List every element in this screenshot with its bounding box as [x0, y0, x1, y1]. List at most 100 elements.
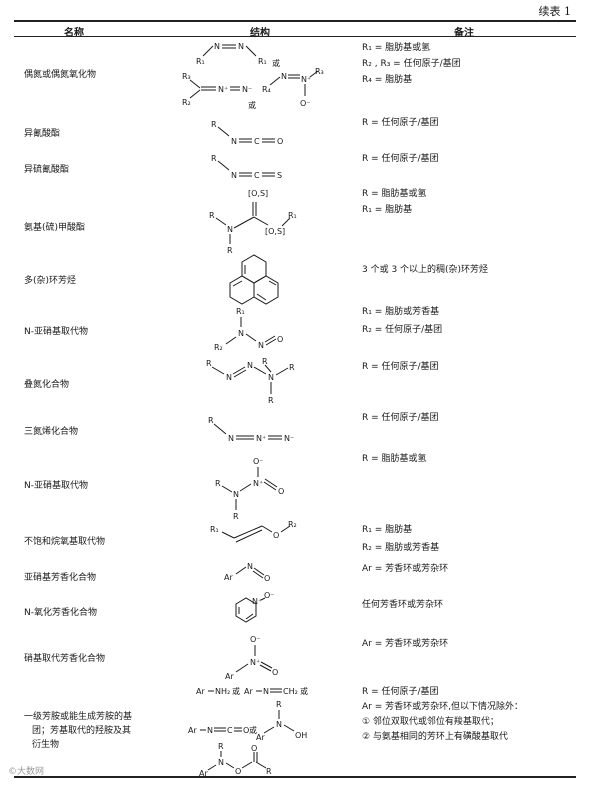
svg-text:Ar: Ar: [188, 726, 197, 735]
svg-text:N: N: [218, 758, 224, 767]
svg-text:或: 或: [300, 686, 308, 696]
svg-text:R: R: [262, 357, 268, 366]
svg-text:N⁻: N⁻: [284, 434, 294, 443]
header-rule: [14, 36, 576, 37]
svg-text:N: N: [238, 329, 244, 338]
svg-text:R: R: [211, 154, 217, 163]
row-name-n-nitroso: N-亚硝基取代物: [24, 327, 88, 337]
svg-text:[O,S]: [O,S]: [248, 189, 268, 198]
svg-text:O: O: [277, 137, 283, 146]
row-name-azo: 偶氮或偶氮氧化物: [24, 70, 97, 80]
svg-text:R: R: [206, 359, 212, 368]
svg-text:R₁: R₁: [210, 525, 219, 534]
row-name-alkoxy: 不饱和烷氧基取代物: [24, 537, 106, 547]
svg-text:R: R: [218, 742, 224, 751]
svg-text:O⁻: O⁻: [253, 457, 264, 466]
row-remarks-triazene: R = 任何原子/基团: [362, 413, 439, 423]
svg-text:N⁺: N⁺: [301, 75, 311, 84]
row-name-isocyanate: 异氰酸酯: [24, 129, 61, 139]
structure-nitroso-aromatic: Ar N O: [224, 562, 270, 583]
structure-isothiocyanate: R N C S: [211, 154, 282, 180]
svg-text:N: N: [238, 42, 244, 51]
row-name-n-oxide: N-氧化芳香化合物: [24, 608, 97, 618]
svg-text:R: R: [215, 479, 221, 488]
svg-text:O: O: [277, 335, 283, 344]
structure-azide: R N N N R R R: [206, 357, 295, 405]
svg-text:或: 或: [232, 686, 240, 696]
svg-text:N: N: [231, 171, 237, 180]
row-name-n-nitro: N-亚硝基取代物: [24, 481, 88, 491]
svg-text:O: O: [272, 668, 278, 677]
row-name-azide: 叠氮化合物: [24, 380, 70, 390]
structure-triazene: R N N⁺ N⁻: [208, 416, 294, 443]
svg-text:R: R: [208, 416, 214, 425]
svg-text:N: N: [281, 72, 287, 81]
svg-text:N: N: [247, 361, 253, 370]
header-name: 名称: [64, 28, 84, 39]
svg-text:R₁: R₁: [196, 57, 205, 66]
row-remarks-polycyclic: 3 个或 3 个以上的稠(杂)环芳烃: [362, 265, 489, 275]
row-remarks-aromatic-amine: R = 任何原子/基团 Ar = 芳香环或芳杂环,但以下情况除外： ① 邻位双取…: [362, 687, 523, 742]
structure-alkoxy-alkene: R₁ O R₂: [210, 520, 297, 543]
structure-aromatic-amine: Ar NH₂ 或 Ar N CH₂ 或 Ar N C O 或 R N Ar OH…: [188, 686, 308, 778]
svg-text:或: 或: [272, 58, 280, 68]
row-remarks-azo: R₁ = 脂肪基或氢 R₂ , R₃ = 任何原子/基团 R₄ = 脂肪基: [362, 43, 461, 85]
svg-text:N⁺: N⁺: [252, 597, 262, 606]
svg-text:S: S: [277, 171, 282, 180]
svg-text:N: N: [233, 490, 239, 499]
svg-text:N⁺: N⁺: [256, 434, 266, 443]
svg-text:N: N: [263, 687, 269, 696]
row-name-aromatic-amine: 一级芳胺或能生成芳胺的基 团；芳基取代的羟胺及其 衍生物: [24, 712, 133, 750]
row-name-carbamate: 氨基(硫)甲酸酯: [24, 223, 86, 233]
row-remarks-alkoxy: R₁ = 脂肪基 R₂ = 脂肪或芳香基: [362, 525, 440, 553]
svg-text:Ar: Ar: [199, 769, 208, 778]
svg-text:N: N: [276, 720, 282, 729]
svg-text:N: N: [207, 726, 213, 735]
svg-text:Ar: Ar: [224, 573, 233, 582]
svg-text:Ar: Ar: [244, 687, 253, 696]
svg-text:N: N: [227, 225, 233, 234]
svg-text:N⁺: N⁺: [250, 658, 260, 667]
svg-text:O: O: [273, 531, 279, 540]
svg-text:N: N: [228, 434, 234, 443]
svg-text:R₁: R₁: [258, 57, 267, 66]
row-remarks-nitroso-aromatic: Ar = 芳香环或芳杂环: [362, 564, 449, 574]
svg-text:O: O: [278, 487, 284, 496]
structure-n-nitroso: R₁ N R₂ N O: [214, 307, 283, 352]
svg-text:[O,S]: [O,S]: [265, 227, 285, 236]
header-remarks: 备注: [454, 28, 474, 39]
svg-text:R: R: [227, 246, 233, 255]
row-remarks-nitro-aromatic: Ar = 芳香环或芳杂环: [362, 639, 449, 649]
row-remarks-isocyanate: R = 任何原子/基团: [362, 118, 439, 128]
svg-text:R₁: R₁: [236, 307, 245, 316]
structure-n-nitro: O⁻ N⁺ O N R R: [215, 457, 284, 521]
svg-text:R₁: R₁: [288, 211, 297, 220]
structure-carbamate: [O,S] R N [O,S] R₁ R: [209, 189, 297, 255]
svg-text:R: R: [289, 363, 295, 372]
svg-text:N: N: [226, 373, 232, 382]
row-remarks-n-oxide: 任何芳香环或芳杂环: [362, 600, 444, 610]
structure-polycyclic-arene: [229, 254, 279, 305]
row-name-nitro-aromatic: 硝基取代芳香化合物: [24, 654, 106, 664]
svg-text:O: O: [243, 726, 249, 735]
svg-text:C: C: [227, 726, 233, 735]
svg-text:N: N: [231, 137, 237, 146]
svg-text:N⁺: N⁺: [253, 479, 263, 488]
svg-text:R: R: [266, 767, 272, 776]
svg-text:R₃: R₃: [182, 72, 191, 81]
svg-text:N: N: [214, 42, 220, 51]
svg-text:R: R: [233, 512, 239, 521]
row-remarks-isothiocyanate: R = 任何原子/基团: [362, 154, 439, 164]
row-name-polycyclic: 多(杂)环芳烃: [24, 276, 77, 286]
row-remarks-azide: R = 任何原子/基团: [362, 362, 439, 372]
svg-text:R: R: [211, 120, 217, 129]
svg-text:或: 或: [248, 100, 256, 110]
svg-text:Ar: Ar: [196, 687, 205, 696]
svg-text:R: R: [276, 700, 282, 709]
svg-text:R₂: R₂: [288, 520, 297, 529]
svg-text:N: N: [258, 341, 264, 350]
row-remarks-n-nitro: R = 脂肪基或氢: [362, 454, 427, 464]
svg-text:N: N: [268, 373, 274, 382]
row-name-nitroso-aromatic: 亚硝基芳香化合物: [24, 573, 97, 583]
